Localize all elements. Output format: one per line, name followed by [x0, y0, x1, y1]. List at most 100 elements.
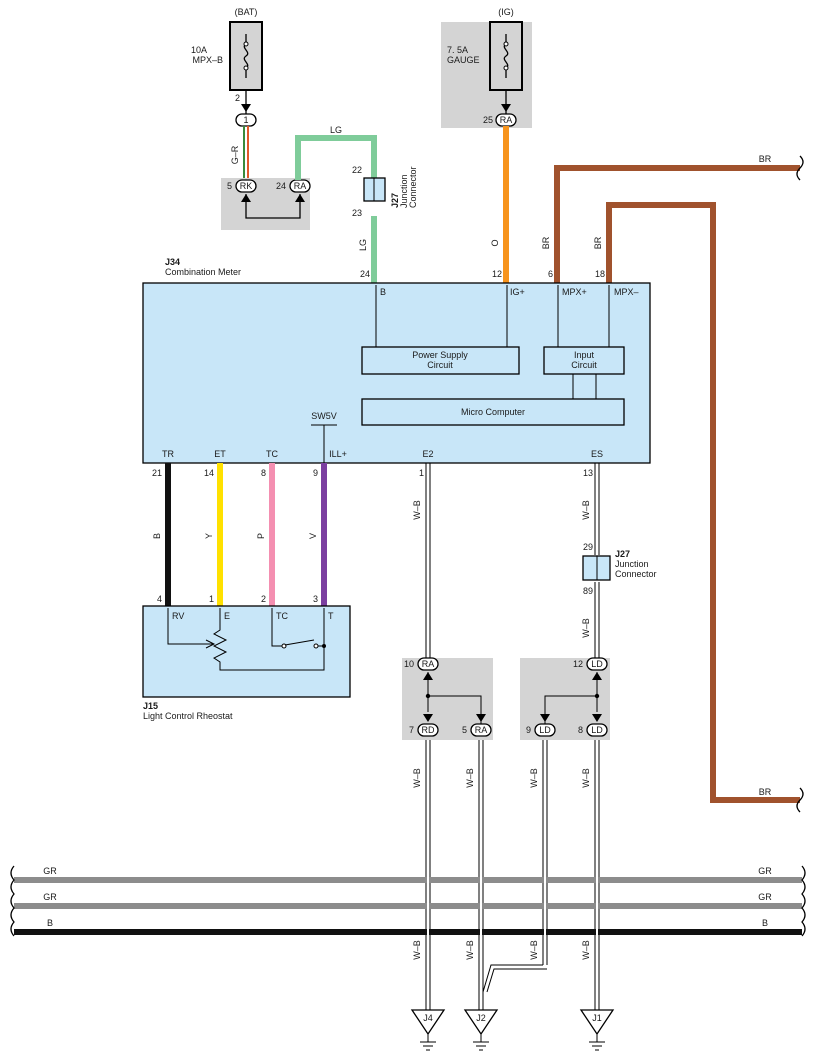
meter-name: Combination Meter: [165, 267, 241, 277]
fuse-bat-conn: 1: [243, 115, 248, 125]
sw5v-label: SW5V: [311, 411, 337, 421]
j27-top-id: J27: [390, 193, 400, 208]
wire-br: BR BR BR BR: [541, 154, 804, 813]
wb2-label: W–B: [581, 500, 591, 520]
meter-bot-pin-0: 21: [152, 468, 162, 478]
meter-bot-term-2: TC: [266, 449, 278, 459]
j27-top-name1: Junction: [399, 174, 409, 208]
rheostat-pin-0: 4: [157, 594, 162, 604]
bus1-left: GR: [43, 892, 57, 902]
j27-right-name1: Junction: [615, 559, 649, 569]
meter-top-pin-3: 18: [595, 269, 605, 279]
j27-top-pin-out: 23: [352, 208, 362, 218]
jb-ra-out1-conn: RD: [422, 725, 435, 735]
bus2-left: B: [47, 918, 53, 928]
wire-o-label: O: [490, 239, 500, 246]
ground-j1-label: J1: [592, 1013, 602, 1023]
junction-top: 5 RK 24 RA: [221, 178, 311, 230]
wb8-label: W–B: [412, 940, 422, 960]
fuse-ig-supply: (IG): [498, 7, 514, 17]
bus0-left: GR: [43, 866, 57, 876]
jb-ra-out1-pin: 7: [409, 725, 414, 735]
fuse-ig-rating: 7. 5A: [447, 45, 468, 55]
ground-j1: J1: [579, 1009, 615, 1051]
fuse-bat-supply: (BAT): [235, 7, 258, 17]
wire-p-label: P: [256, 533, 266, 539]
input-circuit-line1: Input: [574, 350, 595, 360]
wire-lg2-label: LG: [358, 239, 368, 251]
wire-br-out1-label: BR: [759, 154, 772, 164]
fuse-bat: (BAT) 10A MPX–B 2 1: [191, 7, 263, 127]
fuse-ig: (IG) 7. 5A GAUGE 25 RA: [441, 7, 532, 128]
wb6-label: W–B: [529, 768, 539, 788]
wire-b-label: B: [152, 533, 162, 539]
meter-bot-pin-5: 13: [583, 468, 593, 478]
meter-top-pin-2: 6: [548, 269, 553, 279]
meter-bot-term-3: ILL+: [329, 449, 347, 459]
junction-ld: 12 LD 9 LD 8 LD: [520, 657, 610, 740]
meter-bot-pin-1: 14: [204, 468, 214, 478]
ground-j4-label: J4: [423, 1013, 433, 1023]
j27-top-pin-in: 22: [352, 165, 362, 175]
ground-j4: J4: [410, 1009, 446, 1051]
j27-right-pin-in: 29: [583, 542, 593, 552]
rheostat-pin-1: 1: [209, 594, 214, 604]
meter-id: J34: [165, 257, 180, 267]
meter-top-term-0: B: [380, 287, 386, 297]
jb-ld-out1-conn: LD: [539, 725, 551, 735]
jb-ld-out2-conn: LD: [591, 725, 603, 735]
j27-right-pin-out: 89: [583, 586, 593, 596]
wires-rheostat: B Y P V: [152, 463, 327, 606]
rheostat-term-0: RV: [172, 611, 184, 621]
wire-br1-label: BR: [541, 236, 551, 249]
jb-ra-out2-pin: 5: [462, 725, 467, 735]
meter-bot-pin-4: 1: [419, 468, 424, 478]
j27-right: 29 89 J27 Junction Connector: [582, 542, 657, 596]
meter-bot-term-5: ES: [591, 449, 603, 459]
j27-right-id: J27: [615, 549, 630, 559]
wire-v-label: V: [308, 533, 318, 539]
wb9-label: W–B: [465, 940, 475, 960]
rheostat-name: Light Control Rheostat: [143, 711, 233, 721]
j27-top-name2: Connector: [408, 166, 418, 208]
wb7-label: W–B: [581, 768, 591, 788]
jb-ra-in-conn: RA: [422, 659, 435, 669]
ground-j2: J2: [463, 1009, 499, 1051]
junction-top-right-conn: RA: [294, 181, 307, 191]
fuse-ig-name: GAUGE: [447, 55, 480, 65]
jb-ld-out1-pin: 9: [526, 725, 531, 735]
junction-top-left-conn: RK: [240, 181, 253, 191]
rheostat-term-3: T: [328, 611, 334, 621]
wb-wires: [425, 463, 600, 1010]
ground-j2-label: J2: [476, 1013, 486, 1023]
power-supply-line1: Power Supply: [412, 350, 468, 360]
jb-ld-in-pin: 12: [573, 659, 583, 669]
input-circuit-line2: Circuit: [571, 360, 597, 370]
bus2-right: B: [762, 918, 768, 928]
micro-computer: Micro Computer: [461, 407, 525, 417]
fuse-ig-conn: RA: [500, 115, 513, 125]
wire-br2-label: BR: [593, 236, 603, 249]
jb-ra-out2-conn: RA: [475, 725, 488, 735]
junction-ra: 10 RA 7 RD 5 RA: [402, 657, 493, 740]
meter-bot-term-0: TR: [162, 449, 174, 459]
meter-top-pin-1: 12: [492, 269, 502, 279]
rheostat-pin-3: 3: [313, 594, 318, 604]
rheostat: 4 1 2 3 RV E TC T J15 Light Control Rheo…: [142, 594, 351, 721]
wire-g-r-label: G–R: [230, 145, 240, 164]
wb-labels: W–B W–B W–B W–B W–B W–B W–B W–B W–B W–B …: [412, 500, 591, 960]
combination-meter: J34 Combination Meter 24 12 6 18 B IG+ M…: [142, 257, 651, 478]
junction-top-left-pin: 5: [227, 181, 232, 191]
wire-br-out2-label: BR: [759, 787, 772, 797]
wb11-label: W–B: [581, 940, 591, 960]
rheostat-pin-2: 2: [261, 594, 266, 604]
wire-y-label: Y: [204, 533, 214, 539]
wire-g-r: G–R: [230, 126, 249, 180]
wire-lg: LG LG: [295, 125, 377, 285]
rheostat-id: J15: [143, 701, 158, 711]
fuse-bat-name: MPX–B: [192, 55, 223, 65]
fuse-bat-pin: 2: [235, 93, 240, 103]
bus1-right: GR: [758, 892, 772, 902]
bus0-right: GR: [758, 866, 772, 876]
wb10-label: W–B: [529, 940, 539, 960]
